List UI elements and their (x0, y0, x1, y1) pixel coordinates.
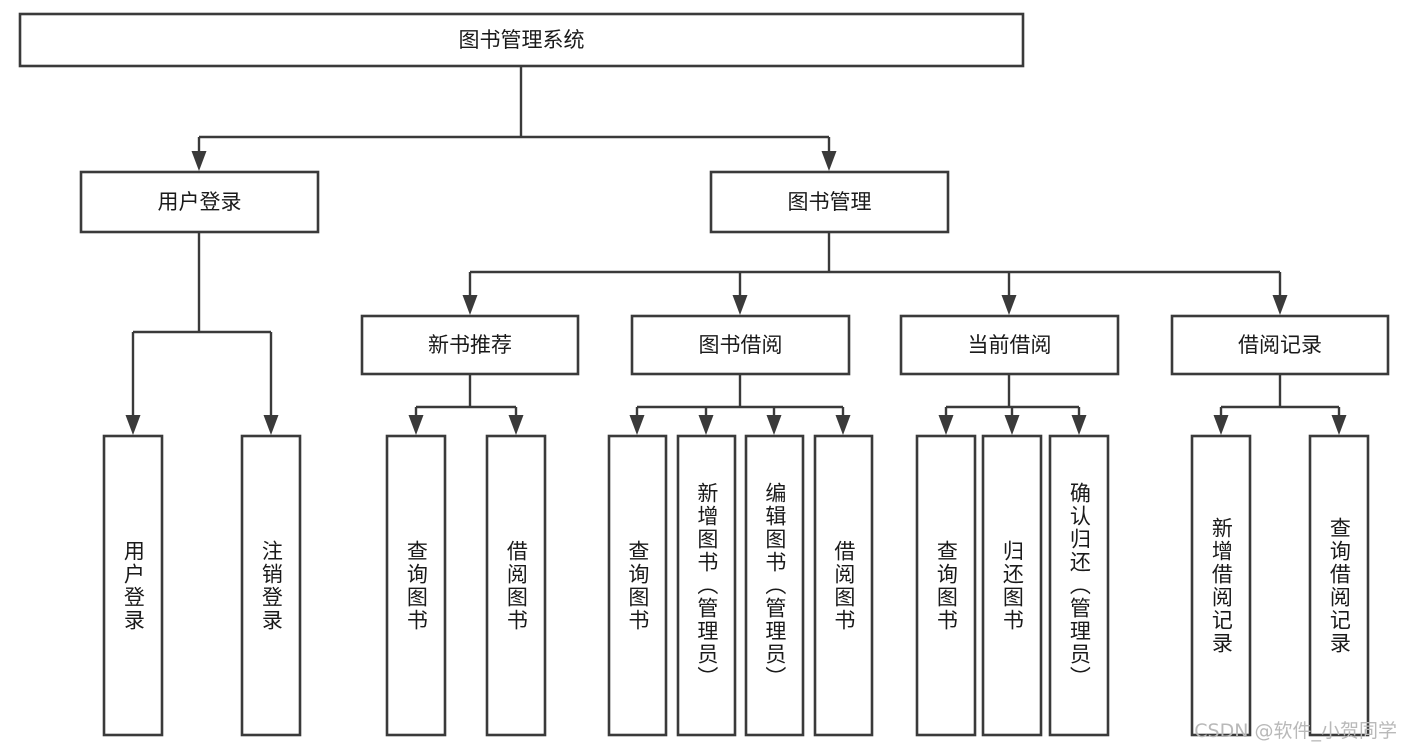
node-box-user-login[interactable] (79, 170, 320, 234)
arrow-head (508, 415, 524, 435)
node-box-leaf-logout-login[interactable] (240, 434, 302, 737)
node-box-leaf-edit-book-admin[interactable] (744, 434, 805, 737)
arrow-head (698, 415, 714, 435)
node-box-borrow-record[interactable] (1170, 314, 1390, 376)
node-box-leaf-query-borrow-record[interactable] (1308, 434, 1370, 737)
node-label-root: 图书管理系统 (459, 28, 585, 52)
arrow-head (1331, 415, 1347, 435)
arrow-head (408, 415, 424, 435)
node-box-leaf-query-book-recommend[interactable] (385, 434, 447, 737)
arrow-head (1001, 295, 1017, 315)
connectors-layer (125, 66, 1347, 435)
csdn-watermark: CSDN @软件_小贺同学 (1194, 720, 1397, 742)
node-label-current-borrow: 当前借阅 (968, 333, 1052, 357)
node-box-leaf-query-book-borrow[interactable] (607, 434, 668, 737)
connector-group (191, 66, 837, 171)
connector-group (629, 374, 851, 435)
connector-group (462, 232, 1288, 315)
arrow-head (821, 151, 837, 171)
node-box-leaf-confirm-return-admin[interactable] (1048, 434, 1110, 737)
arrow-head (1272, 295, 1288, 315)
node-label-borrow-record: 借阅记录 (1238, 333, 1322, 357)
node-box-leaf-return-book[interactable] (981, 434, 1043, 737)
connector-group (408, 374, 524, 435)
node-label-book-borrow: 图书借阅 (699, 333, 783, 357)
node-box-leaf-borrow-book-recommend[interactable] (485, 434, 547, 737)
arrow-head (263, 415, 279, 435)
node-label-book-manage: 图书管理 (788, 190, 872, 214)
arrow-head (938, 415, 954, 435)
node-box-book-borrow[interactable] (630, 314, 851, 376)
node-label-new-book-recommend: 新书推荐 (428, 333, 512, 357)
arrow-head (766, 415, 782, 435)
arrow-head (1004, 415, 1020, 435)
connector-group (1213, 374, 1347, 435)
arrow-head (191, 151, 207, 171)
arrow-head (835, 415, 851, 435)
node-box-current-borrow[interactable] (899, 314, 1120, 376)
arrow-head (462, 295, 478, 315)
node-box-leaf-user-login[interactable] (102, 434, 164, 737)
node-label-user-login: 用户登录 (158, 190, 242, 214)
node-box-leaf-borrow-book[interactable] (813, 434, 874, 737)
arrow-head (1071, 415, 1087, 435)
node-box-root[interactable] (18, 12, 1025, 68)
boxes-layer (18, 12, 1390, 737)
node-box-new-book-recommend[interactable] (360, 314, 580, 376)
node-box-book-manage[interactable] (709, 170, 950, 234)
arrow-head (732, 295, 748, 315)
arrow-head (629, 415, 645, 435)
node-box-leaf-add-book-admin[interactable] (676, 434, 737, 737)
arrow-head (1213, 415, 1229, 435)
node-box-leaf-query-book-current[interactable] (915, 434, 977, 737)
connector-group (125, 232, 279, 435)
connector-group (938, 374, 1087, 435)
arrow-head (125, 415, 141, 435)
node-box-leaf-add-borrow-record[interactable] (1190, 434, 1252, 737)
